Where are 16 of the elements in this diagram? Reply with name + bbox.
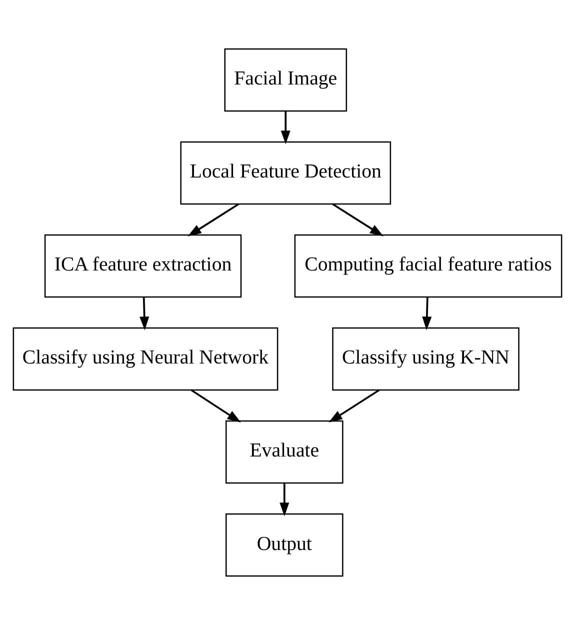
node-box: ICA feature extraction [44,234,242,298]
arrow [140,297,150,330]
node-box: Classify using Neural Network [12,327,278,391]
arrow [188,203,240,236]
arrow [190,389,241,422]
arrow [422,297,432,330]
arrow [280,111,290,144]
node-box: Local Feature Detection [180,141,392,205]
node-box: Output [226,513,344,577]
arrow [280,483,290,516]
node-box: Facial Image [224,48,348,112]
node-box: Classify using K-NN [332,327,520,391]
node-box: Computing facial feature ratios [294,234,562,298]
arrow [332,203,384,236]
arrow [328,389,380,422]
node-box: Evaluate [226,420,344,484]
